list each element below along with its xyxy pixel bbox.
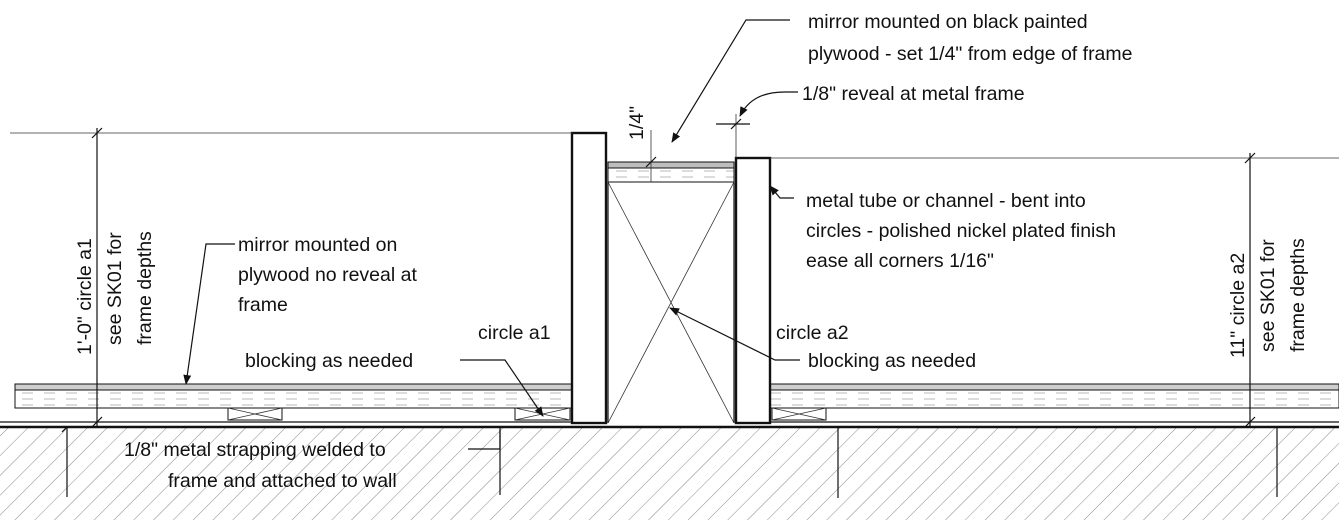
dimension-lines <box>10 114 1339 428</box>
dim-left-line1: 1'-0" circle a1 <box>74 238 96 355</box>
dim-left-line3: frame depths <box>134 231 156 345</box>
dim-right-label: 11" circle a2 see SK01 for frame depths <box>1227 238 1309 358</box>
metal-frame-tubes <box>570 131 772 425</box>
left-mirror-panel <box>14 383 573 421</box>
metal-tube-label-line1: metal tube or channel - bent into <box>806 190 1086 212</box>
metal-tube-label-line3: ease all corners 1/16" <box>806 250 994 272</box>
blocking-right-label: blocking as needed <box>808 350 976 372</box>
metal-tube-label-line2: circles - polished nickel plated finish <box>806 220 1116 242</box>
strapping-label-line2: frame and attached to wall <box>168 470 397 492</box>
mirror-plain-label-line2: plywood no reveal at <box>238 264 417 286</box>
wall-hatch <box>0 421 1339 520</box>
mirror-plain-label-line3: frame <box>238 294 288 316</box>
dim-left-label: 1'-0" circle a1 see SK01 for frame depth… <box>74 231 156 355</box>
mirror-plain-label-line1: mirror mounted on <box>238 234 397 256</box>
circle-a2-label: circle a2 <box>776 322 849 344</box>
leader-lines <box>183 19 800 450</box>
mirror-black-label-line1: mirror mounted on black painted <box>808 11 1088 33</box>
wall-anchors <box>61 426 1278 498</box>
center-mirror-panel <box>607 161 735 424</box>
dim-right-line2: see SK01 for <box>1257 239 1279 352</box>
dim-right-line3: frame depths <box>1287 238 1309 352</box>
dim-left-line2: see SK01 for <box>104 232 126 345</box>
circle-a1-label: circle a1 <box>478 322 551 344</box>
strapping-label-line1: 1/8" metal strapping welded to <box>124 439 386 461</box>
reveal-label: 1/8" reveal at metal frame <box>802 83 1025 105</box>
mirror-black-label-line2: plywood - set 1/4" from edge of frame <box>808 43 1133 65</box>
blocking-left-label: blocking as needed <box>245 350 413 372</box>
right-mirror-panel <box>769 383 1339 421</box>
quarter-inch-dimension: 1/4" <box>626 106 648 140</box>
dim-right-line1: 11" circle a2 <box>1227 253 1249 358</box>
